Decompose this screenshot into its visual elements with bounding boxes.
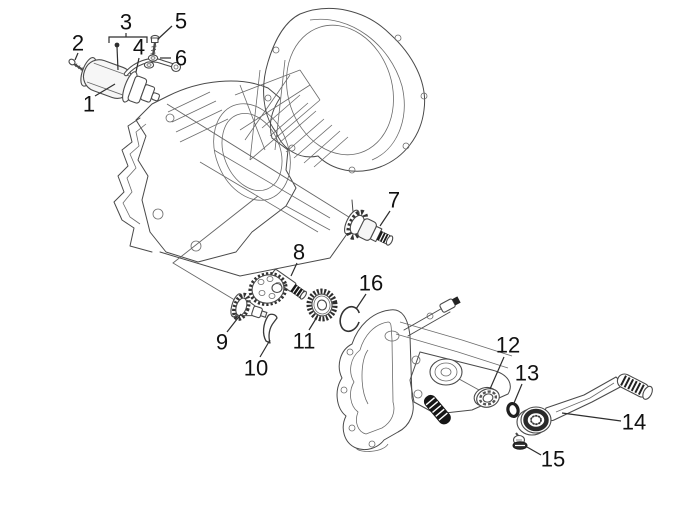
callout-12: 12: [489, 333, 520, 390]
starter-motor-part: [80, 57, 182, 104]
callout-label-5: 5: [175, 9, 187, 34]
spring-clip-part: [262, 313, 278, 344]
callout-label-4: 4: [133, 35, 145, 60]
callout-label-8: 8: [293, 240, 305, 265]
transmission-cover-drawing: [336, 296, 461, 452]
callout-label-13: 13: [515, 361, 539, 386]
callout-8: 8: [290, 240, 305, 277]
callout-11: 11: [293, 316, 318, 354]
washer-part: [473, 386, 500, 408]
callout-label-15: 15: [541, 447, 565, 472]
callout-label-6: 6: [175, 46, 187, 71]
cable-ring-terminal: [170, 61, 182, 73]
callout-10: 10: [244, 339, 271, 381]
callout-bracket-3: [108, 36, 148, 43]
callout-16: 16: [355, 271, 383, 310]
callout-label-3: 3: [120, 10, 132, 35]
o-ring-part: [506, 401, 520, 419]
callout-label-12: 12: [496, 333, 520, 358]
callout-13: 13: [513, 361, 539, 404]
callout-label-7: 7: [388, 188, 400, 213]
starter-pinion-gear-part: [344, 209, 394, 246]
callout-label-14: 14: [622, 410, 646, 435]
callout-2: 2: [72, 31, 84, 61]
callout-label-16: 16: [359, 271, 383, 296]
callout-4: 4: [133, 35, 145, 73]
bevel-gear-part: [230, 292, 268, 321]
callout-label-10: 10: [244, 356, 268, 381]
mounting-bolt-part: [68, 58, 84, 71]
callout-label-1: 1: [83, 92, 95, 117]
callout-14: 14: [561, 410, 646, 435]
callout-15: 15: [526, 446, 565, 472]
callout-label-11: 11: [293, 329, 316, 354]
crankcase-cover-drawing: [261, 8, 428, 174]
kick-start-lever-part: [516, 373, 653, 436]
callout-dot-3: [114, 42, 120, 48]
callout-9: 9: [216, 313, 242, 355]
callout-7: 7: [379, 188, 400, 227]
washers-part: [143, 54, 159, 69]
flange-bolt-part: [512, 432, 528, 450]
engine-crankcase-drawing: [113, 59, 355, 277]
callout-label-9: 9: [216, 330, 228, 355]
callout-6: 6: [160, 46, 187, 71]
driven-gear-part: [306, 288, 338, 322]
callout-1: 1: [83, 83, 116, 117]
callout-label-2: 2: [72, 31, 84, 56]
right-case-drawing: [395, 321, 513, 425]
circlip-part: [339, 305, 361, 333]
idler-gear-shaft-part: [248, 269, 307, 306]
callout-3: 3: [108, 10, 148, 71]
callout-5: 5: [157, 9, 187, 40]
